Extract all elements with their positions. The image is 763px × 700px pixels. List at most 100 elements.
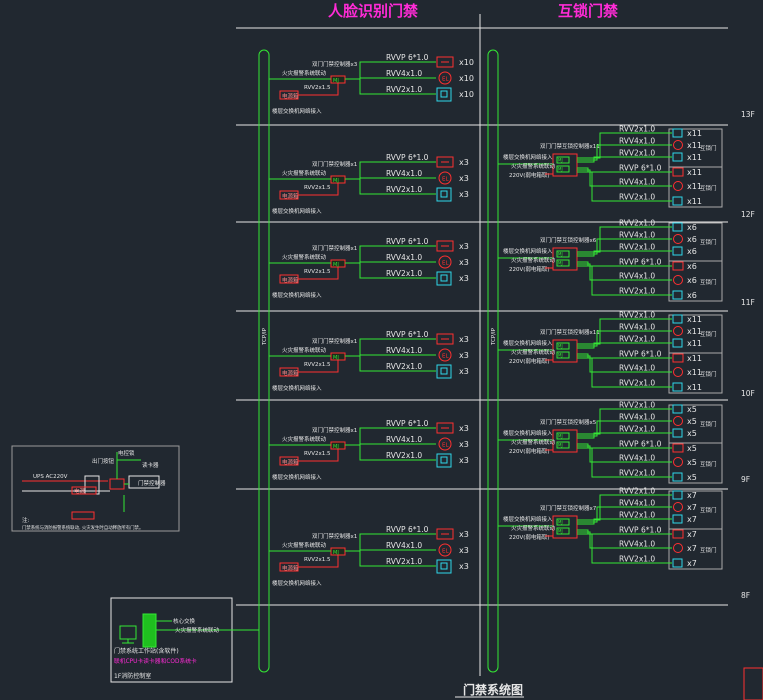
device-count: x6: [687, 223, 697, 232]
controller-count-label: 双门门禁控制器x3: [312, 60, 358, 68]
device-count: x5: [687, 429, 697, 438]
device-count: x3: [459, 424, 469, 433]
controller-label: MJ: [333, 178, 339, 184]
svg-text:MJ: MJ: [558, 434, 563, 439]
floor-label-9f: 9F: [741, 475, 750, 484]
interlock-count-label: 双门门禁互锁控制器x7: [540, 504, 597, 512]
interlock-door-label: 互锁门: [700, 238, 717, 246]
interlock-door-label: 互锁门: [700, 184, 717, 192]
control-room: 核心交换 火灾报警系统联动 门禁系统工作站(含软件) 联机CPU卡读卡器和COD…: [110, 597, 259, 683]
cable-label: RVV2x1.0: [619, 193, 655, 202]
electric-lock-icon: [673, 181, 683, 191]
device-count: x6: [687, 291, 697, 300]
electric-lock-icon: [673, 416, 683, 426]
device-count: x11: [687, 383, 702, 392]
cable-label: RVVP 6*1.0: [619, 164, 662, 173]
device-count: x11: [687, 327, 702, 336]
device-count: x5: [687, 405, 697, 414]
right-floor-group: MJMJ双门门禁互锁控制器x11楼层交换机网络接入火灾报警系统联动220V(弱电…: [498, 125, 723, 208]
device-count: x3: [459, 530, 469, 539]
cable-label: RVV2x1.0: [619, 469, 655, 478]
fire-link-label: 火灾报警系统联动: [511, 524, 556, 532]
device-count: x3: [459, 546, 469, 555]
control-link-label: 火灾报警系统联动: [175, 626, 220, 634]
floor-label-12f: 12F: [741, 210, 755, 219]
legend-note: 门禁系统与消防报警系统联动, 火灾发生时自动释放所有门禁。: [22, 524, 143, 531]
left-floor-groups: MJ双门门禁控制器x3火灾报警系统联动RVV2x1.5电源箱楼层交换机网络接入R…: [269, 53, 474, 587]
card-reader-icon: [672, 246, 683, 256]
svg-text:MJ: MJ: [558, 529, 563, 534]
device-count: x6: [687, 247, 697, 256]
legend-item-power: 电源: [74, 487, 86, 495]
fire-link-label: 火灾报警系统联动: [282, 346, 327, 354]
power-cable-label: RVV2x1.5: [304, 269, 331, 275]
control-room-label: 1F消防控制室: [114, 672, 151, 680]
device-count: x3: [459, 351, 469, 360]
electric-lock-icon: [673, 275, 683, 285]
device-count: x3: [459, 190, 469, 199]
power-label: 220V(弱电箱取): [509, 357, 550, 365]
interlock-door-label: 互锁门: [700, 420, 717, 428]
fire-link-label: 火灾报警系统联动: [282, 541, 327, 549]
fire-link-label: 火灾报警系统联动: [282, 253, 327, 261]
cable-label: RVV4x1.0: [386, 253, 422, 262]
legend-item-reader: 读卡器: [142, 461, 159, 469]
electric-lock-icon: [673, 326, 683, 336]
power-label: 220V(弱电箱取): [509, 171, 550, 179]
interlock-controller: [552, 515, 578, 539]
svg-text:EL: EL: [442, 549, 449, 555]
device-count: x7: [687, 530, 697, 539]
right-floor-group: MJMJ双门门禁互锁控制器x6楼层交换机网络接入火灾报警系统联动220V(弱电箱…: [498, 219, 723, 302]
control-switch-label: 核心交换: [173, 617, 196, 625]
left-riser: [258, 49, 270, 673]
device-count: x3: [459, 158, 469, 167]
exit-button-icon: [672, 529, 684, 539]
left-floor-group: MJ双门门禁控制器x1火灾报警系统联动RVV2x1.5电源箱楼层交换机网络接入R…: [269, 237, 469, 299]
device-count: x11: [687, 197, 702, 206]
controller-count-label: 双门门禁控制器x1: [312, 244, 357, 252]
cable-label: RVV2x1.0: [619, 379, 655, 388]
cable-label: RVVP 6*1.0: [386, 237, 429, 246]
card-reader-icon: [672, 404, 683, 414]
network-in-label: 楼层交换机网络接入: [503, 515, 553, 523]
cable-label: RVV2x1.0: [619, 287, 655, 296]
fire-link-label: 火灾报警系统联动: [511, 348, 556, 356]
card-reader-icon: [436, 364, 452, 379]
cable-label: RVV4x1.0: [619, 540, 655, 549]
left-floor-group: MJ双门门禁控制器x1火灾报警系统联动RVV2x1.5电源箱楼层交换机网络接入R…: [269, 153, 469, 215]
exit-button-icon: [672, 261, 684, 271]
device-box: [668, 166, 723, 208]
card-reader-icon: [672, 128, 683, 138]
power-label: 220V(弱电箱取): [509, 447, 550, 455]
legend-ups: UPS AC220V: [33, 474, 68, 480]
fire-link-label: 火灾报警系统联动: [282, 169, 327, 177]
device-count: x7: [687, 559, 697, 568]
svg-text:MJ: MJ: [558, 353, 563, 358]
monitor-icon: [119, 625, 137, 640]
right-floor-group: MJMJ双门门禁互锁控制器x5楼层交换机网络接入火灾报警系统联动220V(弱电箱…: [498, 401, 723, 484]
fire-link-label: 火灾报警系统联动: [511, 438, 556, 446]
cable-label: RVV2x1.0: [386, 269, 422, 278]
left-floor-group: MJ双门门禁控制器x3火灾报警系统联动RVV2x1.5电源箱楼层交换机网络接入R…: [269, 53, 474, 115]
interlock-count-label: 双门门禁互锁控制器x11: [540, 142, 600, 150]
left-floor-group: MJ双门门禁控制器x1火灾报警系统联动RVV2x1.5电源箱楼层交换机网络接入R…: [269, 330, 469, 392]
cable-label: RVV4x1.0: [619, 272, 655, 281]
cable-label: RVV2x1.0: [619, 219, 655, 228]
legend-item-exit-button: 出门按钮: [92, 457, 115, 465]
right-floor-groups: MJMJ双门门禁互锁控制器x11楼层交换机网络接入火灾报警系统联动220V(弱电…: [498, 125, 723, 570]
controller-label: MJ: [333, 355, 339, 361]
device-box: [668, 528, 723, 570]
cable-label: RVV4x1.0: [386, 169, 422, 178]
network-in-label: 楼层交换机网络接入: [272, 107, 322, 115]
interlock-controller: [552, 429, 578, 453]
cable-label: RVV2x1.0: [619, 335, 655, 344]
power-cable-label: RVV2x1.5: [304, 451, 331, 457]
exit-button-icon: [436, 528, 454, 540]
fire-link-label: 火灾报警系统联动: [282, 69, 327, 77]
device-count: x5: [687, 473, 697, 482]
cable-label: RVV2x1.0: [619, 555, 655, 564]
device-count: x11: [687, 153, 702, 162]
controller-label: MJ: [333, 262, 339, 268]
floor-label-11f: 11F: [741, 298, 755, 307]
control-cpu: 联机CPU卡读卡器和COD系统卡: [114, 657, 197, 665]
